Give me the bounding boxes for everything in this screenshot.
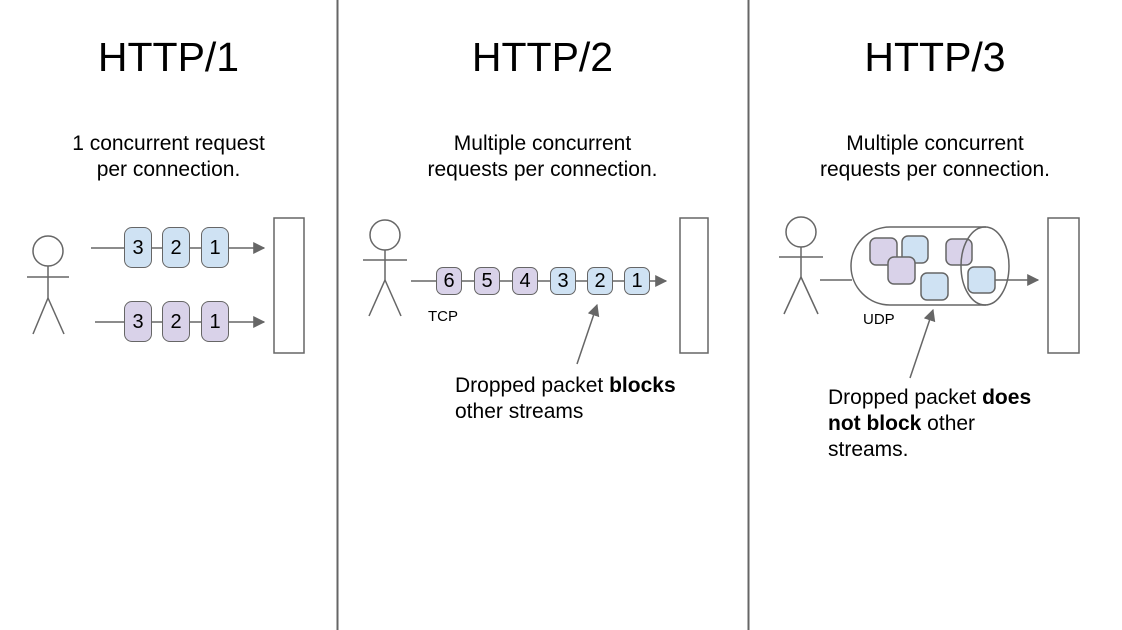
http1-stream1-packet: 1 xyxy=(201,227,229,268)
http3-packet xyxy=(967,266,996,294)
http1-subtitle: 1 concurrent request per connection. xyxy=(72,132,265,181)
http1-stream1-packet: 2 xyxy=(162,227,190,268)
annotation-text: other streams. xyxy=(828,412,976,461)
http1-stream2-packet: 1 xyxy=(201,301,229,342)
annotation-bold-text: does not block xyxy=(828,386,1032,435)
http1-stream2-packet: 2 xyxy=(162,301,190,342)
http3-annotation: Dropped packet does not block other stre… xyxy=(828,385,1053,463)
http1-stream1-packet: 3 xyxy=(124,227,152,268)
http2-packet: 6 xyxy=(436,267,462,295)
column-dividers xyxy=(336,0,750,630)
http2-subtitle: Multiple concurrent requests per connect… xyxy=(427,132,658,181)
annotation-text: Dropped packet xyxy=(828,386,983,409)
http3-udp-pipe xyxy=(820,226,1040,306)
udp-label: UDP xyxy=(863,311,895,328)
http2-annotation: Dropped packet blocks other streams xyxy=(455,373,700,425)
http1-stick-figure-icon xyxy=(27,235,69,335)
http2-title: HTTP/2 xyxy=(471,34,614,80)
http2-server-box xyxy=(679,217,709,354)
http3-stick-figure-icon xyxy=(779,216,823,315)
http3-dropped-packet-arrow xyxy=(909,308,936,379)
http2-packet: 2 xyxy=(587,267,613,295)
http2-dropped-packet-arrow xyxy=(576,303,600,365)
http3-packet xyxy=(887,256,916,285)
http3-packet xyxy=(920,272,949,301)
http2-packet: 1 xyxy=(624,267,650,295)
http3-title: HTTP/3 xyxy=(864,34,1006,80)
http3-server-box xyxy=(1047,217,1080,354)
annotation-text: other streams xyxy=(455,400,584,423)
http1-title: HTTP/1 xyxy=(97,34,240,80)
annotation-text: Dropped packet xyxy=(455,374,610,397)
http2-packet: 3 xyxy=(550,267,576,295)
annotation-bold-text: blocks xyxy=(609,374,676,397)
http1-server-box xyxy=(273,217,305,354)
http1-stream2-packet: 3 xyxy=(124,301,152,342)
pipe-opening xyxy=(960,226,1010,306)
http3-subtitle: Multiple concurrent requests per connect… xyxy=(820,132,1050,181)
http3-packet xyxy=(945,238,973,266)
http2-packet: 5 xyxy=(474,267,500,295)
http2-packet: 4 xyxy=(512,267,538,295)
tcp-label: TCP xyxy=(428,308,458,325)
http2-stick-figure-icon xyxy=(363,219,407,317)
